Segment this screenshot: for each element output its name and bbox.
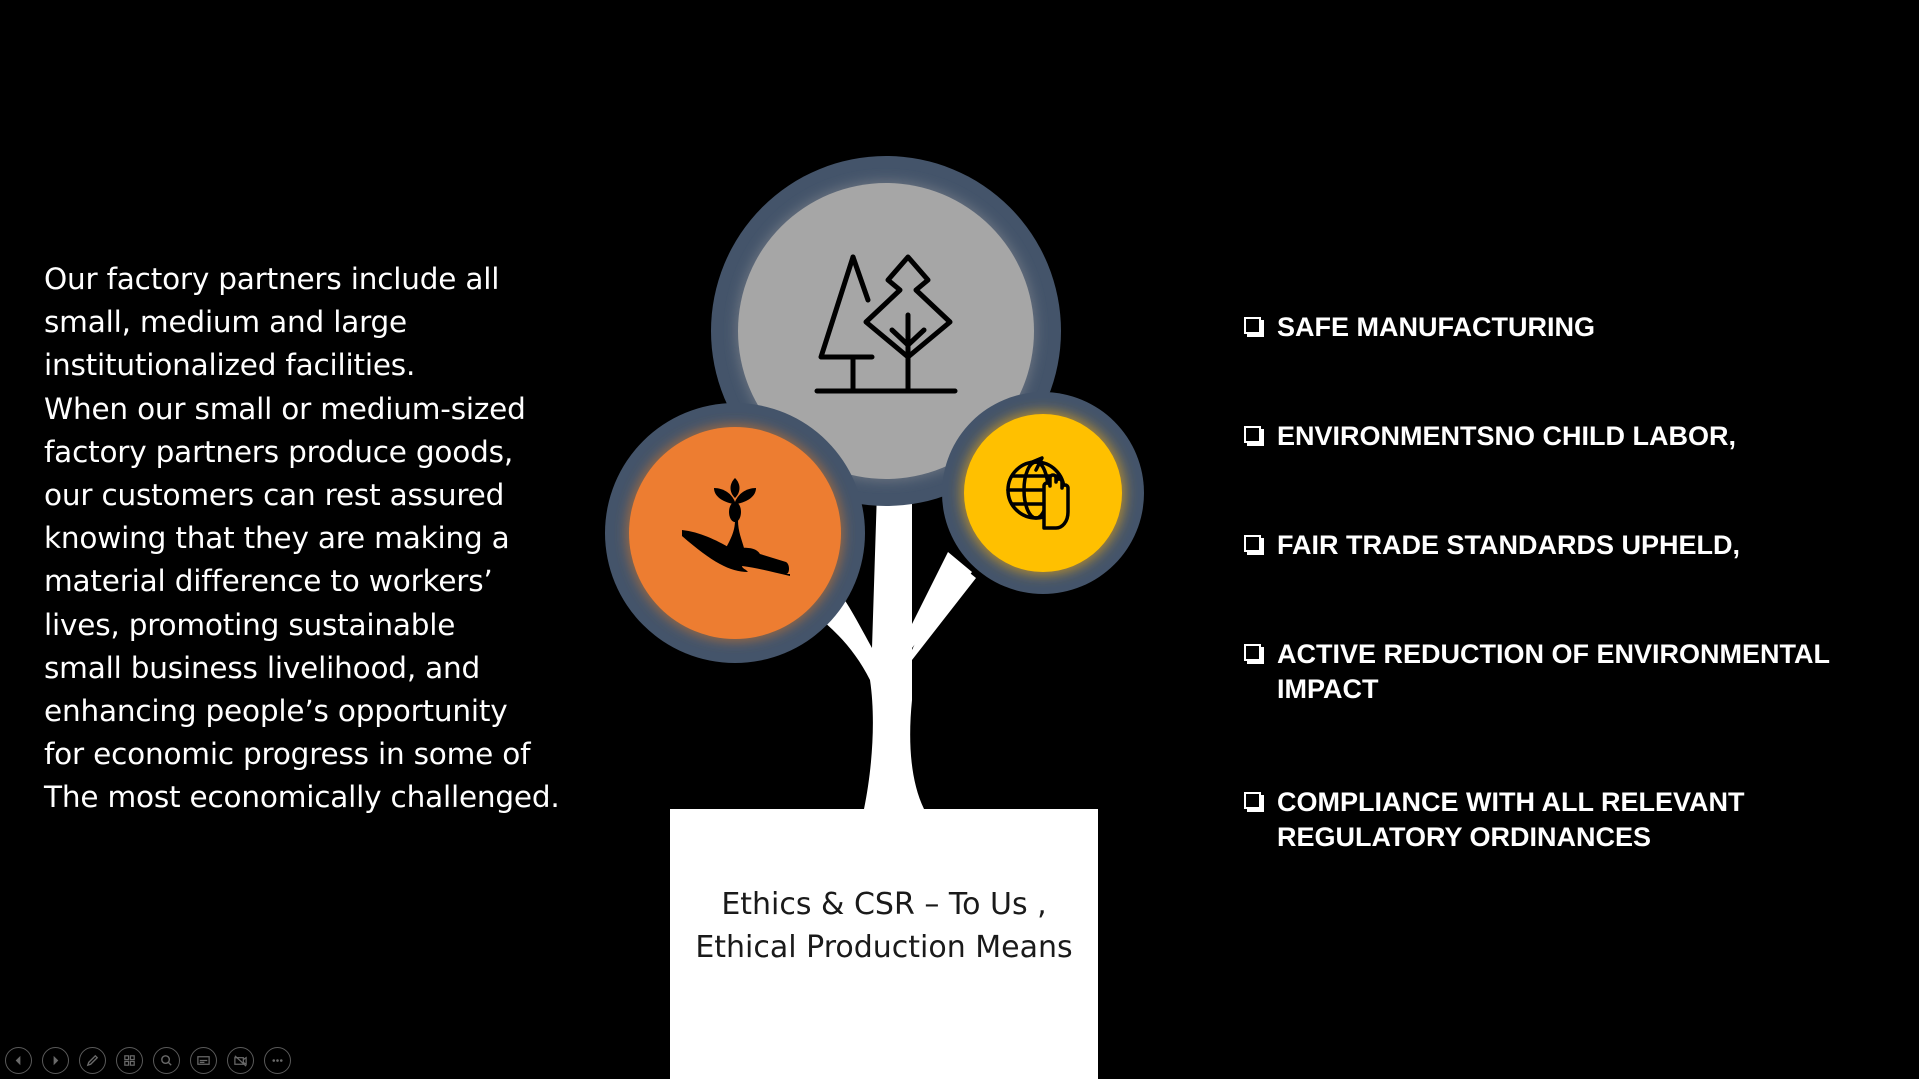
list-item: ENVIRONMENTSNO CHILD LABOR, [1242, 419, 1882, 454]
trunk-title-line-1: Ethics & CSR – To Us , [721, 887, 1047, 922]
list-item-label: ENVIRONMENTSNO CHILD LABOR, [1277, 421, 1736, 451]
list-item: FAIR TRADE STANDARDS UPHELD, [1242, 528, 1882, 563]
factory-partners-paragraph: Our factory partners include all small, … [44, 262, 560, 815]
arrow-left-icon [15, 1055, 21, 1066]
tree-branch-right-shape [904, 552, 972, 648]
trunk-title-line-2: Ethical Production Means [695, 930, 1073, 965]
more-options-button[interactable] [264, 1047, 291, 1074]
subtitles-button[interactable] [190, 1047, 217, 1074]
list-item: ACTIVE REDUCTION OF ENVIRONMENTAL IMPACT [1242, 637, 1882, 707]
globe-in-hand-icon [1006, 456, 1070, 530]
list-item-label: COMPLIANCE WITH ALL RELEVANT REGULATORY … [1277, 787, 1745, 852]
list-item-label: SAFE MANUFACTURING [1277, 312, 1595, 342]
pen-tool-button[interactable] [79, 1047, 106, 1074]
list-item: COMPLIANCE WITH ALL RELEVANT REGULATORY … [1242, 785, 1882, 855]
magnifier-icon [161, 1055, 172, 1066]
presenter-toolbar [5, 1047, 291, 1074]
list-item-label: FAIR TRADE STANDARDS UPHELD, [1277, 530, 1741, 560]
tree-trunk [812, 460, 924, 809]
zoom-button[interactable] [153, 1047, 180, 1074]
trees-icon [814, 254, 958, 394]
list-item: SAFE MANUFACTURING [1242, 310, 1882, 345]
checkbox-bullet-icon [1244, 426, 1261, 443]
trunk-title-box: Ethics & CSR – To Us , Ethical Productio… [670, 809, 1098, 1079]
arrow-right-icon [53, 1055, 59, 1066]
hand-with-plant-icon [682, 478, 790, 576]
camera-off-button[interactable] [227, 1047, 254, 1074]
grid-icon [124, 1055, 135, 1066]
checkbox-bullet-icon [1244, 792, 1261, 809]
previous-slide-button[interactable] [5, 1047, 32, 1074]
camera-off-icon [234, 1055, 247, 1067]
ellipsis-icon [272, 1059, 283, 1062]
pen-icon [86, 1054, 99, 1067]
checkbox-bullet-icon [1244, 644, 1261, 661]
list-item-label: ACTIVE REDUCTION OF ENVIRONMENTAL IMPACT [1277, 639, 1830, 704]
subtitles-icon [197, 1056, 210, 1065]
checkbox-bullet-icon [1244, 317, 1261, 334]
checkbox-bullet-icon [1244, 535, 1261, 552]
top-circle [738, 183, 1034, 479]
next-slide-button[interactable] [42, 1047, 69, 1074]
slide-sorter-button[interactable] [116, 1047, 143, 1074]
ethical-production-list: SAFE MANUFACTURING ENVIRONMENTSNO CHILD … [1242, 310, 1882, 929]
